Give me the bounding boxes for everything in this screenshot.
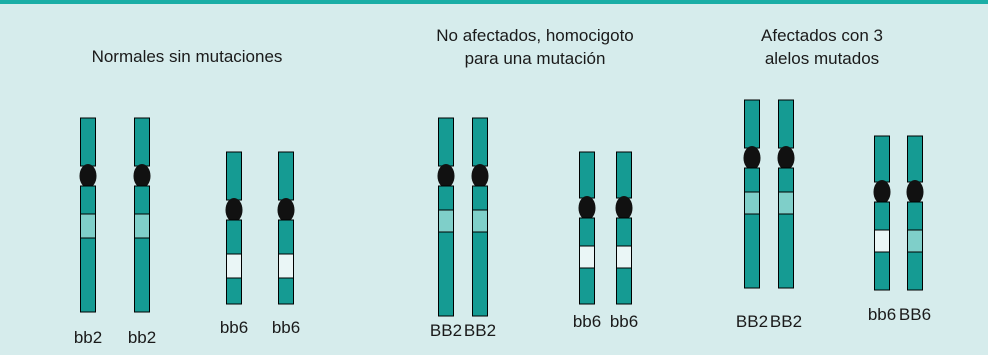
centromere — [225, 198, 243, 222]
chromosome-bottom-arm — [472, 185, 488, 317]
mutated-band — [80, 213, 96, 239]
chromosome-BB2-left — [437, 117, 455, 317]
centromere — [277, 198, 295, 222]
centromere — [578, 196, 596, 220]
centromere — [471, 164, 489, 188]
chromosome-bb6-right — [615, 151, 633, 305]
chromosome-top-arm — [616, 151, 632, 199]
chromosome-top-arm — [472, 117, 488, 167]
normal-band — [278, 253, 294, 279]
mutated-band — [134, 213, 150, 239]
chromosome-label: bb2 — [128, 328, 156, 347]
chromosome-top-arm — [80, 117, 96, 167]
chromosome-label: BB2 — [464, 321, 496, 340]
chromosome-top-arm — [134, 117, 150, 167]
chromosome-top-arm — [907, 135, 923, 183]
mutated-band — [744, 191, 760, 215]
chromosome-BB2-right — [471, 117, 489, 317]
chromosome-label: bb6 — [272, 318, 300, 337]
panel-2-title-line-1: No afectados, homocigoto — [436, 26, 634, 45]
chromosome-top-arm — [226, 151, 242, 201]
panel-3-title-line-2: alelos mutados — [765, 49, 879, 68]
chromosome-label: BB2 — [430, 321, 462, 340]
chromosome-label: BB2 — [736, 312, 768, 331]
chromosome-top-arm — [778, 99, 794, 149]
chromosome-label: bb6 — [868, 305, 896, 324]
top-rule — [0, 0, 988, 4]
chromosome-bottom-arm — [778, 167, 794, 289]
chromosome-label: bb2 — [74, 328, 102, 347]
centromere — [743, 146, 761, 170]
chromosome-BB6 — [906, 135, 924, 291]
centromere — [906, 180, 924, 204]
centromere — [133, 164, 151, 188]
chromosome-label: bb6 — [573, 312, 601, 331]
centromere — [615, 196, 633, 220]
chromosome-bottom-arm — [744, 167, 760, 289]
chromosome-BB2-right — [777, 99, 795, 289]
panel-1-title: Normales sin mutaciones — [92, 47, 283, 66]
chromosome-bb6-right — [277, 151, 295, 305]
chromosome-label: BB2 — [770, 312, 802, 331]
mutated-band — [438, 209, 454, 233]
centromere — [777, 146, 795, 170]
normal-band — [874, 229, 890, 253]
chromosome-label: BB6 — [899, 305, 931, 324]
chromosome-bottom-arm — [80, 185, 96, 313]
mutated-band — [778, 191, 794, 215]
chromosome-bottom-arm — [134, 185, 150, 313]
centromere — [437, 164, 455, 188]
chromosome-top-arm — [278, 151, 294, 201]
chromosome-BB2-left — [743, 99, 761, 289]
chromosome-bb6-left — [578, 151, 596, 305]
panel-2-title-line-2: para una mutación — [465, 49, 606, 68]
chromosome-top-arm — [744, 99, 760, 149]
chromosome-bb6 — [873, 135, 891, 291]
normal-band — [579, 245, 595, 269]
chromosome-top-arm — [874, 135, 890, 183]
chromosome-bb6-left — [225, 151, 243, 305]
panel-3-title-line-1: Afectados con 3 — [761, 26, 883, 45]
chromosome-top-arm — [438, 117, 454, 167]
mutated-band — [472, 209, 488, 233]
chromosome-bb2-left — [79, 117, 97, 313]
chromosome-bottom-arm — [438, 185, 454, 317]
centromere — [873, 180, 891, 204]
chromosome-bb2-right — [133, 117, 151, 313]
centromere — [79, 164, 97, 188]
mutated-band — [907, 229, 923, 253]
chromosome-label: bb6 — [610, 312, 638, 331]
chromosome-top-arm — [579, 151, 595, 199]
chromosome-label: bb6 — [220, 318, 248, 337]
normal-band — [616, 245, 632, 269]
normal-band — [226, 253, 242, 279]
